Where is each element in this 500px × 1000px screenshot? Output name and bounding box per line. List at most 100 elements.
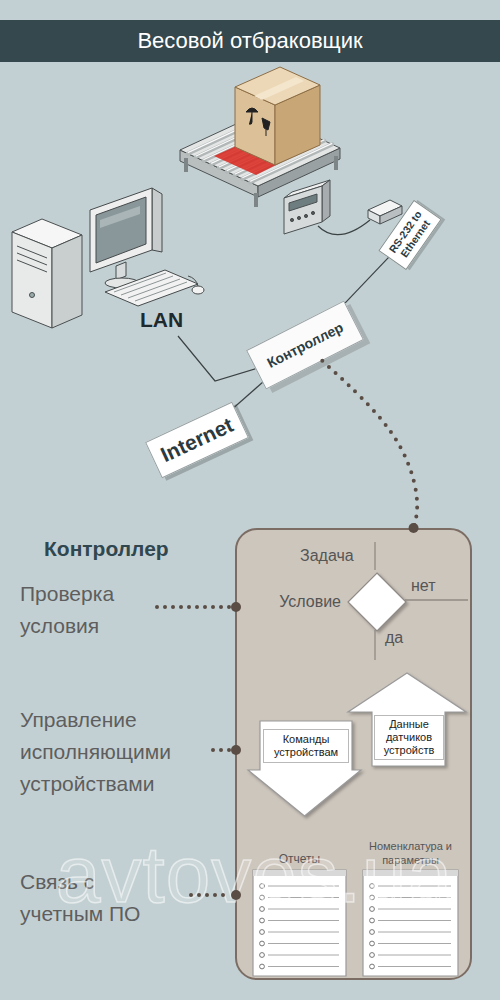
computer-tower <box>12 219 82 328</box>
document-row-line <box>378 932 451 933</box>
document-row-line <box>268 955 339 956</box>
node-text: RS-232 to Ethernet <box>383 204 437 267</box>
flow-label: да <box>385 628 403 648</box>
dotted-link <box>322 361 417 528</box>
computer-monitor <box>116 262 126 280</box>
flow-line <box>374 542 375 570</box>
flow-line <box>375 542 468 660</box>
weight-indicator <box>290 218 293 221</box>
node-text: Команды устройствам <box>263 729 349 763</box>
leader-dot <box>231 602 241 612</box>
weight-indicator <box>289 194 317 211</box>
weight-indicator <box>304 214 307 217</box>
sensor-data-arrow-shape <box>348 673 466 766</box>
internet-box: Internet <box>145 402 249 479</box>
roller-conveyor <box>334 156 338 170</box>
panel-heading: Контроллер <box>44 536 219 562</box>
computer-tower <box>30 293 35 298</box>
computer-keyboard <box>135 282 187 301</box>
converter-device <box>368 200 402 224</box>
roller-conveyor <box>254 193 258 207</box>
weight-indicator <box>284 180 330 234</box>
leader-line <box>157 605 231 609</box>
flow-line <box>374 630 375 660</box>
leader-dot <box>231 890 241 900</box>
sensor-data-arrow: Данные датчиков устройств <box>347 672 467 767</box>
computer-tower <box>12 232 52 328</box>
cable-line <box>235 382 263 406</box>
network-label: LAN <box>140 308 183 332</box>
node-text: Данные датчиков устройств <box>374 715 444 760</box>
weight-indicator <box>297 216 300 219</box>
cardboard-box <box>235 67 320 105</box>
computer-monitor <box>96 197 146 263</box>
decision-diamond-outline <box>347 572 407 632</box>
computer-keyboard <box>121 276 173 295</box>
leader-line <box>157 607 231 895</box>
document-bullet <box>370 953 375 958</box>
link-end-dot <box>409 523 419 533</box>
cable-line <box>345 258 388 303</box>
decision-diamond-shape <box>348 573 406 631</box>
computer-monitor <box>152 188 162 252</box>
document-bullet <box>260 930 265 935</box>
cardboard-box <box>254 77 304 100</box>
command-arrow-shape <box>248 721 361 816</box>
document-bullet <box>370 930 375 935</box>
leader-dot <box>231 602 241 900</box>
converter-box: RS-232 to Ethernet <box>378 200 441 270</box>
converter-device <box>368 210 380 224</box>
diagram-title: Весовой отбраковщик <box>0 20 500 62</box>
computer-tower <box>17 246 47 258</box>
document-row-line <box>268 943 339 944</box>
document-row-line <box>268 966 339 967</box>
document-bullet <box>370 964 375 969</box>
function-note: Проверка условия <box>20 578 140 642</box>
computer-monitor <box>100 206 140 228</box>
weight-indicator <box>311 211 314 214</box>
document-row-line <box>268 932 339 933</box>
leader-line <box>191 893 231 897</box>
cardboard-box <box>262 118 270 136</box>
document-row-line <box>378 920 451 921</box>
command-arrow: Команды устройствам <box>247 720 362 817</box>
node-text: Internet <box>157 413 237 467</box>
computer-tower <box>52 235 82 328</box>
document-row-line <box>378 943 451 944</box>
computer-monitor <box>90 188 152 272</box>
computer-keyboard <box>128 279 180 298</box>
document-bullet <box>260 964 265 969</box>
computer-keyboard <box>114 273 166 292</box>
flow-line <box>405 599 468 600</box>
roller-conveyor <box>184 158 188 172</box>
document-bullet <box>370 941 375 946</box>
computer-tower <box>17 253 47 265</box>
computer-tower <box>17 260 47 272</box>
weight-indicator <box>322 180 330 222</box>
document-bullet <box>260 953 265 958</box>
document-row-line <box>268 920 339 921</box>
computer-keyboard <box>192 286 204 294</box>
node-text: Контроллер <box>264 319 345 371</box>
document-row-line <box>378 966 451 967</box>
serial-wire <box>318 220 370 235</box>
weight-indicator <box>284 186 322 234</box>
flow-label: нет <box>411 576 436 596</box>
leader-line <box>213 748 231 752</box>
leader-dot <box>231 745 241 755</box>
computer-keyboard <box>105 270 204 306</box>
document-row-line <box>378 955 451 956</box>
document-bullet <box>260 941 265 946</box>
lan-wire <box>178 336 258 381</box>
computer-keyboard <box>105 270 198 306</box>
watermark: avtoves.ua <box>56 830 453 920</box>
flow-label: Задача <box>300 546 354 566</box>
cardboard-box <box>235 67 320 165</box>
decision-diamond: Условие <box>347 572 407 632</box>
computer-keyboard <box>188 276 198 286</box>
header-band: Весовой отбраковщик <box>0 20 500 62</box>
